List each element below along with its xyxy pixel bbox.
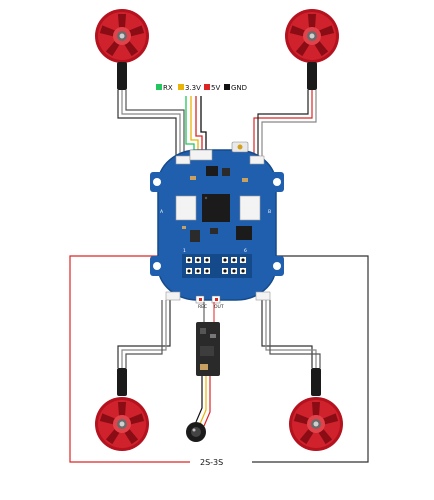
legend-swatch-gnd — [224, 84, 230, 90]
vtx-module — [196, 302, 220, 376]
receiver-connector — [189, 149, 213, 161]
legend-label-3v3: 3.3V — [185, 84, 201, 92]
motor-top-right — [285, 9, 339, 90]
out-label: OUT — [214, 304, 224, 310]
imu-chip — [236, 226, 252, 240]
flight-controller-board: A B 1 6 REC OUT — [150, 141, 284, 310]
legend-swatch-3v3 — [178, 84, 184, 90]
legend-label-gnd: GND — [231, 84, 247, 92]
pad-label-1: 1 — [183, 248, 186, 254]
motor-wires — [117, 90, 321, 368]
motor-connector-2 — [249, 155, 265, 165]
header-pins — [182, 254, 252, 278]
wire-bundle-top-right — [253, 90, 317, 160]
motor-bottom-left — [95, 368, 149, 451]
legend-label-rx: RX — [163, 84, 173, 92]
legend-label-5v: 5V — [211, 84, 220, 92]
motor-top-left — [95, 9, 149, 90]
battery-voltage-label: 2S-3S — [200, 458, 223, 467]
wire-bundle-bottom-left — [117, 300, 171, 368]
rec-label: REC — [198, 304, 207, 310]
legend-swatch-rx — [156, 84, 162, 90]
wire-bundle-bottom-right — [261, 300, 321, 368]
regulator-chip — [206, 166, 218, 176]
battery-wires — [69, 255, 369, 463]
receiver-wires — [185, 96, 207, 156]
legend-swatch-5v — [204, 84, 210, 90]
camera-module — [186, 376, 211, 442]
motor-connector-1 — [175, 155, 191, 165]
pad-label-a: A — [160, 209, 164, 215]
pad-label-6: 6 — [244, 248, 247, 254]
wire-color-legend: RX 3.3V 5V GND — [156, 84, 247, 92]
wire-bundle-top-left — [117, 90, 185, 160]
motor-bottom-right — [289, 368, 343, 451]
pad-label-b: B — [268, 209, 271, 215]
